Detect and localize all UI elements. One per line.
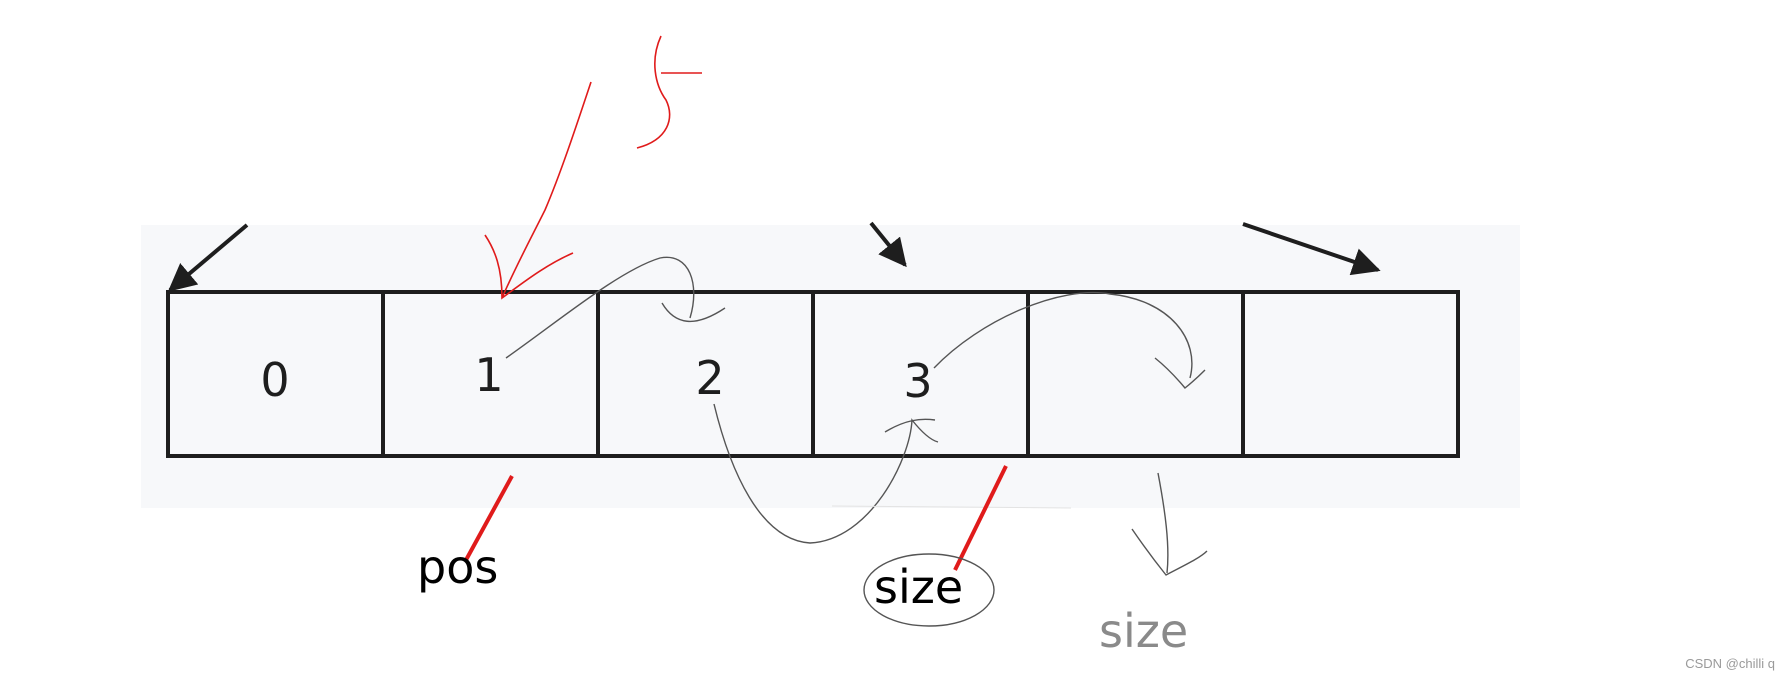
gray-curve-3-to-next: [933, 291, 1206, 389]
size-pointer-line: [953, 465, 1008, 571]
size-circle: [863, 553, 995, 627]
pointer-arrow-left: [167, 223, 249, 292]
red-scribble-arrow: [484, 81, 592, 300]
size-next-label: size: [1099, 604, 1188, 658]
pos-label: pos: [417, 540, 498, 594]
array-panel: [141, 225, 1520, 508]
red-scribble-mark: [636, 35, 702, 149]
cell-label: 3: [903, 354, 932, 408]
pointer-arrow-right: [1242, 222, 1381, 276]
gray-curve-1-to-2: [505, 256, 726, 359]
cell-label: 2: [695, 351, 724, 405]
pos-pointer-line: [464, 475, 514, 561]
gray-curve-2-to-3: [713, 403, 939, 544]
cell-label: 0: [260, 353, 289, 407]
cell-label: 1: [474, 348, 503, 402]
watermark-text: CSDN @chilli q: [1685, 656, 1775, 671]
gray-arrow-down: [1131, 472, 1208, 576]
array-cells: [166, 290, 1460, 458]
light-divider: [831, 505, 1072, 509]
pointer-arrow-middle: [869, 221, 907, 268]
array-cell: [1241, 290, 1460, 458]
size-label: size: [874, 560, 963, 614]
